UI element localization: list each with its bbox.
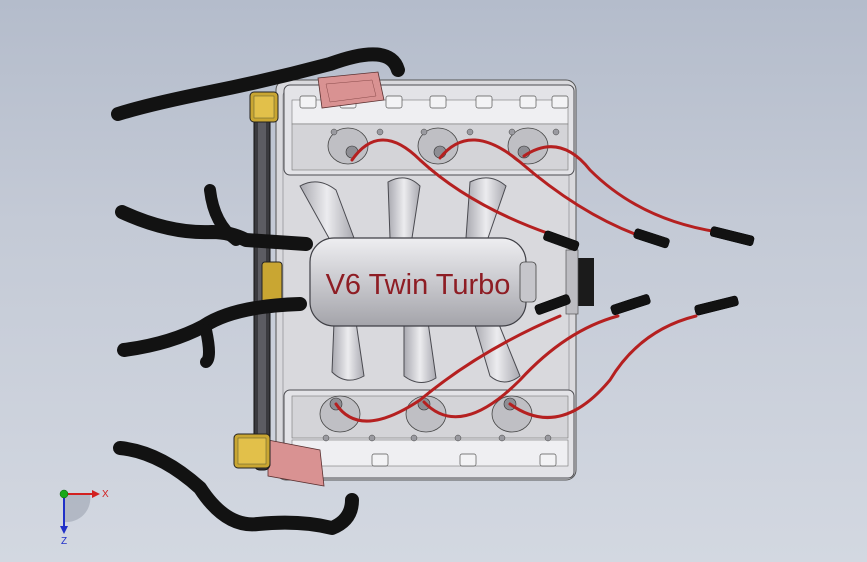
x-axis-arrow <box>64 490 100 498</box>
intake-runners-top[interactable] <box>299 177 507 241</box>
cylinder-bank-bottom[interactable] <box>267 389 575 487</box>
timing-belt-assembly[interactable] <box>233 91 283 471</box>
x-axis-label: X <box>102 489 109 500</box>
z-axis-label: Z <box>61 536 67 547</box>
intake-runners-bottom[interactable] <box>331 321 521 383</box>
spark-plug-wires[interactable] <box>334 138 720 423</box>
spark-plug-boots <box>534 226 755 316</box>
pulley-bottom <box>233 433 271 469</box>
y-axis-dot <box>59 489 69 499</box>
pulley-top <box>249 91 279 123</box>
intake-plenum[interactable]: V6 Twin Turbo <box>309 237 537 327</box>
axis-triad: X Z <box>59 489 109 547</box>
cylinder-bank-top[interactable] <box>283 71 575 176</box>
manifold-label: V6 Twin Turbo <box>326 269 511 301</box>
z-axis-arrow <box>60 494 68 534</box>
coolant-hoses[interactable] <box>111 47 405 535</box>
